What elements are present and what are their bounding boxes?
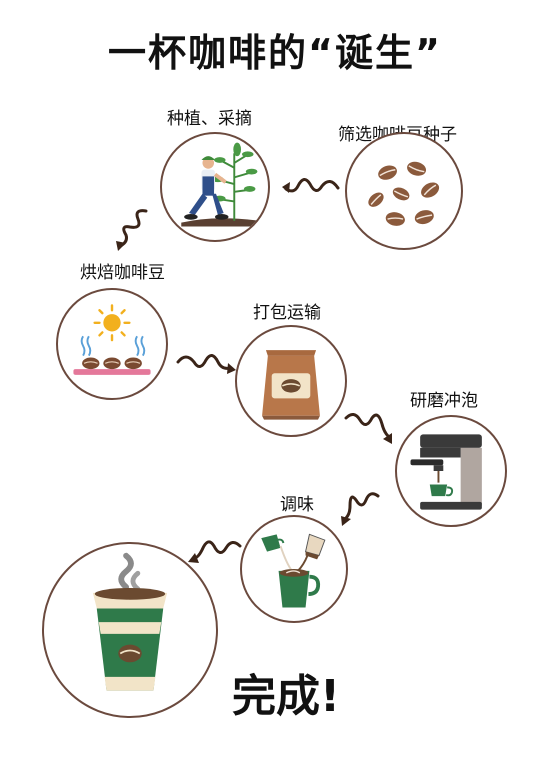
step-label-packing: 打包运输 bbox=[253, 303, 321, 323]
step-label-brewing: 研磨冲泡 bbox=[410, 391, 478, 411]
roasting-icon bbox=[73, 304, 151, 375]
espresso-machine-icon bbox=[410, 434, 482, 510]
step-circle-planting bbox=[160, 132, 270, 242]
coffee-cup-icon bbox=[92, 552, 168, 691]
pouring-icon bbox=[261, 533, 326, 608]
curly-arrow-icon bbox=[116, 209, 148, 251]
step-label-roasting: 烘焙咖啡豆 bbox=[80, 263, 165, 283]
coffee-bag-icon bbox=[262, 350, 320, 420]
curly-arrow-icon bbox=[344, 413, 392, 444]
step-label-seasoning: 调味 bbox=[280, 495, 314, 515]
completed-label: 完成! bbox=[232, 671, 341, 722]
step-circle-packing bbox=[235, 325, 347, 437]
step-circle-roasting bbox=[56, 288, 168, 400]
curly-arrow-icon bbox=[188, 540, 242, 563]
step-circle-final bbox=[42, 542, 218, 718]
step-circle-selecting bbox=[345, 132, 463, 250]
curly-arrow-icon bbox=[176, 354, 236, 374]
curly-arrow-icon bbox=[282, 178, 340, 193]
coffee-beans-icon bbox=[368, 161, 440, 226]
curly-arrow-icon bbox=[341, 492, 380, 526]
step-circle-seasoning bbox=[240, 515, 348, 623]
step-label-planting: 种植、采摘 bbox=[167, 109, 252, 129]
step-circle-brewing bbox=[395, 415, 507, 527]
page-title: 一杯咖啡的“诞生” bbox=[108, 31, 442, 75]
farmer-icon bbox=[181, 142, 259, 227]
